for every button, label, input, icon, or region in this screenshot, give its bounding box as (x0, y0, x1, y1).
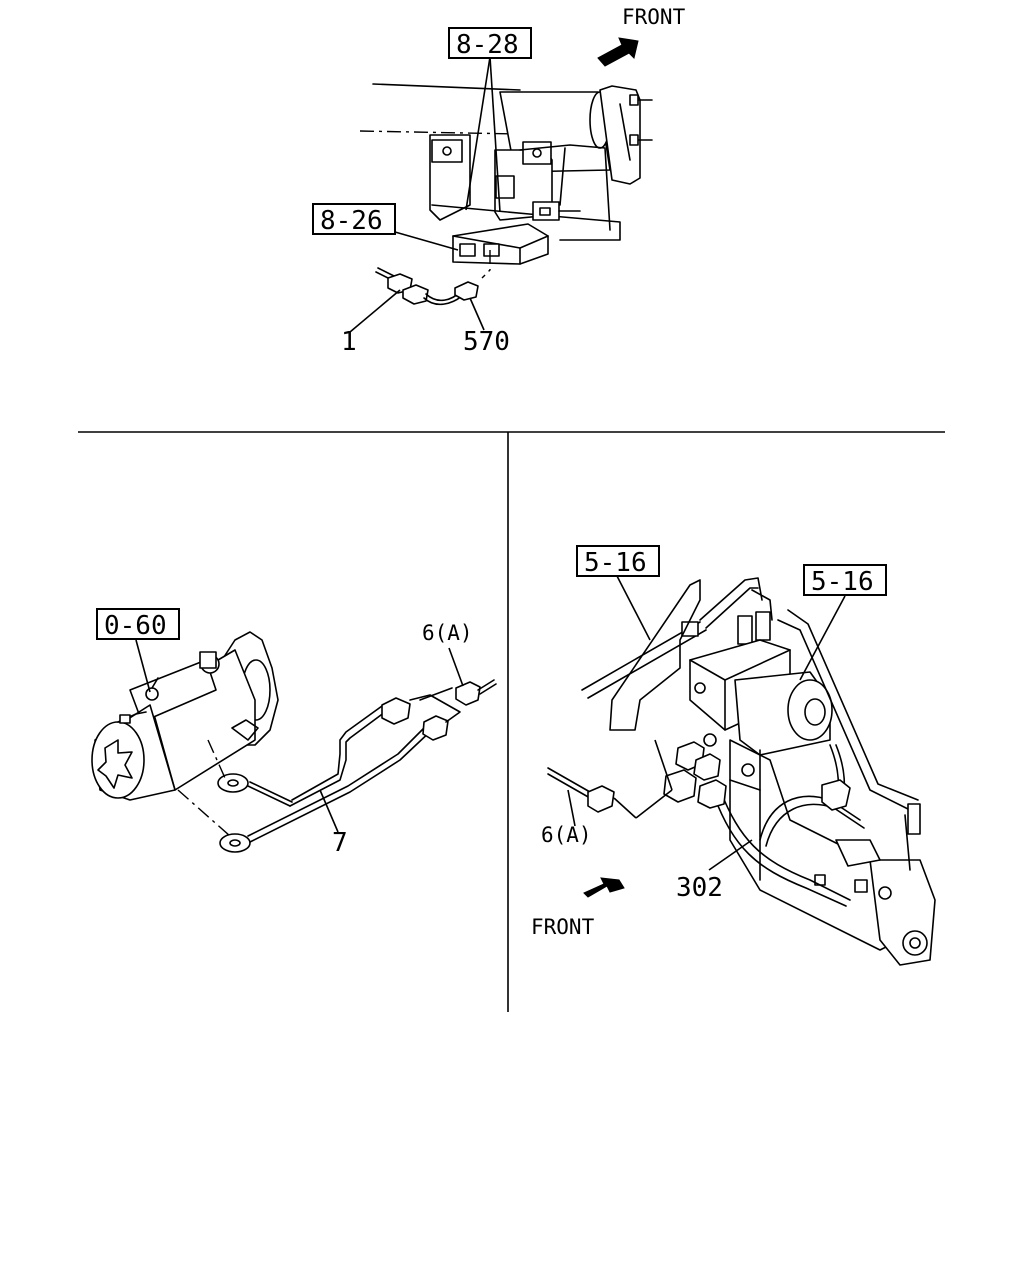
ref-label-8-26: 8-26 (320, 206, 383, 236)
front-label-bottom: FRONT (531, 915, 595, 939)
ref-label-8-28: 8-28 (456, 30, 519, 60)
right-assembly (547, 575, 936, 966)
ref-box-5-16-left (576, 545, 660, 577)
connector-label-right: 6(A) (541, 823, 592, 847)
front-label-top: FRONT (622, 5, 686, 29)
part-label-570: 570 (463, 327, 510, 357)
front-arrow-icon (597, 37, 639, 67)
ref-box-0-60 (96, 608, 180, 640)
front-arrow-icon-bottom (583, 877, 625, 898)
harness-label-7: 7 (332, 828, 348, 858)
starter-motor-assembly (91, 631, 279, 801)
part-label-1: 1 (341, 327, 357, 357)
ref-box-8-26 (312, 203, 396, 235)
ref-label-5-16-right: 5-16 (811, 567, 874, 597)
ref-box-5-16-right (803, 564, 887, 596)
ref-box-8-28 (448, 27, 532, 59)
section-dividers (78, 431, 945, 1012)
harness-label-302: 302 (676, 873, 723, 903)
ref-label-0-60: 0-60 (104, 611, 167, 641)
top-assembly (349, 37, 653, 333)
ref-label-5-16-left: 5-16 (584, 548, 647, 578)
connector-label-left: 6(A) (422, 621, 473, 645)
harness-7 (135, 639, 497, 853)
